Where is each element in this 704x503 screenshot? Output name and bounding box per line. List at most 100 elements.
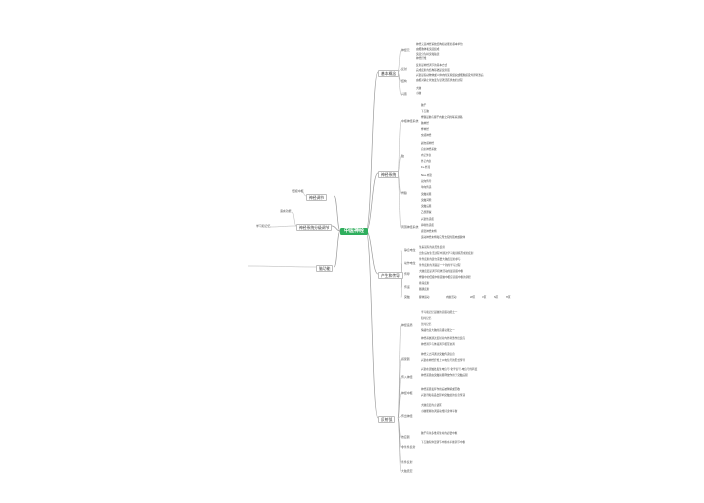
leaf-node: 条件反射的建立需要大脑皮层的参与 (419, 258, 461, 261)
leaf-node: 神经纤维 (416, 57, 427, 60)
branch-connector (331, 225, 341, 232)
leaf-node: 小脑 (416, 92, 422, 95)
leaf-node: 下丘脑 (421, 110, 429, 113)
sub-node[interactable]: 脑 (401, 154, 404, 158)
leaf-node: 兴奋在突触处发生电信号-化学信号-电信号的转变 (421, 368, 478, 371)
leaf-node: 双向传导 (421, 180, 432, 183)
sub-node[interactable]: 突触 (404, 295, 410, 299)
branch-connector (365, 71, 379, 232)
branch-connector (333, 195, 341, 232)
sub-node[interactable]: 语言功能 (280, 209, 292, 213)
leaf-node: 生来就有的先天性反射 (419, 246, 445, 249)
leaf-node: 脑神经 (421, 122, 429, 125)
leaf-node: 自主神经系统 (421, 148, 437, 151)
sub-node[interactable]: 动作电位 (404, 261, 416, 265)
leaf-node: 大脑皮层的言语区 (421, 404, 442, 407)
sub-node[interactable]: 神经中枢 (401, 391, 413, 395)
sub-node[interactable]: 神经元 (401, 48, 410, 52)
branch-connector (365, 230, 379, 419)
sub-node[interactable]: 兴奋 (401, 92, 407, 96)
sub-node[interactable]: 中枢神经系统 (401, 119, 419, 123)
leaf-node: 脊髓是脑与躯干内脏之间的联系通路 (421, 116, 463, 119)
sub-connector (269, 225, 297, 228)
leaf-node: 突触后膜 (421, 205, 432, 208)
leaf-node: 大脑 (416, 87, 422, 90)
sub-node[interactable]: 结构 (401, 79, 407, 83)
leaf-node: 兴奋是指动物体或人体内的某些组织或细胞感受外界刺激后 (416, 74, 484, 77)
branch-node[interactable]: 神经系统 (378, 171, 400, 178)
leaf-node: 反射是神经调节的基本方式 (416, 64, 448, 67)
leaf-node: 条件反射的消退是一个新的学习过程 (419, 264, 461, 267)
leaf-node: 神经递质由突触前膜释放作用于突触后膜 (421, 374, 468, 377)
leaf-node: 躯体运动 (419, 296, 430, 299)
leaf-node: 排尿反射 (419, 282, 430, 285)
sub-node[interactable]: 非条件反射 (401, 445, 416, 449)
leaf-node: H区 (506, 296, 511, 299)
sub-connector (397, 393, 402, 419)
sub-node[interactable]: 传递 (404, 285, 410, 289)
leaf-node: 内正外负 (421, 154, 432, 157)
sub-node[interactable]: 低级中枢 (292, 189, 304, 193)
leaf-node: K+外流 (421, 166, 431, 169)
branch-connector (333, 230, 341, 268)
sub-connector (247, 265, 317, 268)
branch-node[interactable]: 神经系统分级调节 (296, 224, 333, 231)
sub-node[interactable]: 静息电位 (404, 248, 416, 252)
branch-node[interactable]: 反射弧 (378, 416, 396, 423)
leaf-node: 脑干 (421, 104, 427, 107)
sub-node[interactable]: 大脑皮层 (401, 469, 413, 473)
sub-node[interactable]: 周围神经系统 (401, 225, 419, 229)
leaf-node: 完成反射的结构基础是反射弧 (416, 69, 450, 72)
leaf-node: 脊髓中的低级中枢受脑中相应高级中枢的调控 (419, 276, 471, 279)
leaf-node: 膝跳反射 (419, 288, 430, 291)
sub-connector (397, 416, 402, 419)
leaf-node: 神经元是神经系统结构和功能的基本单位 (416, 43, 463, 46)
leaf-node: 神经调节与体液调节相互协调 (421, 343, 455, 346)
leaf-node: 脊神经 (421, 128, 429, 131)
sub-connector (291, 211, 297, 227)
sub-node[interactable]: 学习和记忆 (256, 224, 271, 228)
leaf-node: 下丘脑有体温调节中枢水平衡调节中枢 (421, 441, 466, 444)
sub-node[interactable]: 传导 (404, 272, 410, 276)
sub-node[interactable]: 反射 (401, 67, 407, 71)
branch-node[interactable]: 神经调节 (306, 194, 328, 201)
branch-node[interactable]: 产生和传导 (378, 272, 403, 279)
leaf-node: 兴奋剂和毒品会影响突触处的信息传递 (421, 394, 466, 397)
leaf-node: 交感神经 (421, 134, 432, 137)
sub-node[interactable]: 传入神经 (401, 375, 413, 379)
sub-node[interactable]: 神经递质 (401, 323, 413, 327)
leaf-node: 突触前膜 (421, 193, 432, 196)
leaf-node: 小脑能够协调运动维持身体平衡 (421, 410, 458, 413)
leaf-node: 单向传递 (421, 186, 432, 189)
leaf-node: 情绪也是大脑的高级功能之一 (421, 329, 455, 332)
sub-node[interactable]: 传出神经 (401, 414, 413, 418)
sub-node[interactable]: 感受器 (401, 357, 410, 361)
leaf-node: 大脑皮层是调节机体活动的最高级中枢 (419, 270, 464, 273)
leaf-node: 神经系统通过反射对内外刺激作出反应 (421, 337, 466, 340)
leaf-node: 内脏活动 (446, 296, 457, 299)
leaf-node: 运动神经末梢和它所支配的肌肉或腺体 (421, 236, 466, 239)
leaf-node: 由细胞体和突起组成 (416, 48, 440, 51)
sub-connector (397, 417, 402, 472)
leaf-node: Na+内流 (421, 174, 432, 177)
sub-node[interactable]: 脊髓 (401, 191, 407, 195)
leaf-node: 神经元之间通过突触传递信息 (421, 353, 455, 356)
leaf-node: W区 (470, 296, 476, 299)
branch-node[interactable]: 基本概念 (378, 70, 400, 77)
leaf-node: 抑制性递质 (421, 224, 434, 227)
leaf-node: S区 (494, 296, 499, 299)
leaf-node: 突触间隙 (421, 199, 432, 202)
leaf-node: 出生后在生活过程中通过学习和训练形成的反射 (419, 252, 474, 255)
branch-node[interactable]: 脑功能 (316, 265, 334, 272)
leaf-node: 神经递质发挥作用后被降解或回收 (421, 388, 460, 391)
sub-node[interactable]: 条件反射 (401, 460, 413, 464)
leaf-node: 副交感神经 (421, 142, 434, 145)
sub-node[interactable]: 效应器 (401, 435, 410, 439)
leaf-node: 由相对静止状态变为显著活跃状态的过程 (416, 79, 463, 82)
leaf-node: 短时记忆 (421, 317, 432, 320)
leaf-node: 兴奋在神经纤维上以电信号的形式传导 (421, 359, 466, 362)
root-node[interactable]: 中医神经 (340, 228, 369, 235)
leaf-node: 长时记忆 (421, 323, 432, 326)
leaf-node: 外正内负 (421, 160, 432, 163)
